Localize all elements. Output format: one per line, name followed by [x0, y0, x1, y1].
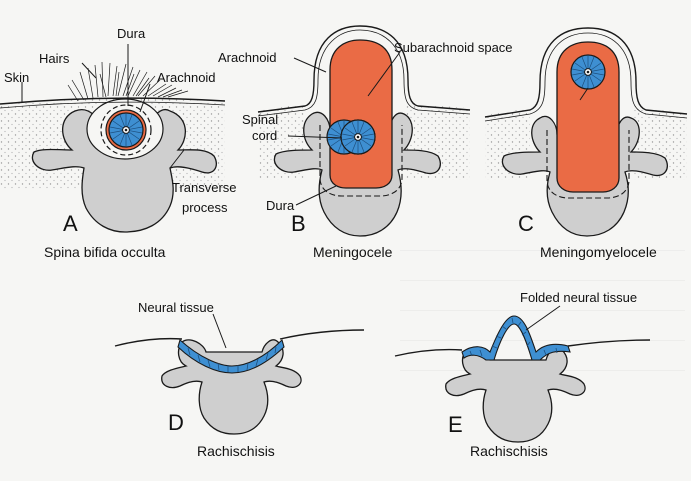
label-dura-b: Dura	[266, 198, 295, 213]
caption-c: Meningomyelocele	[540, 244, 657, 260]
leader-dura-b	[295, 185, 337, 206]
dura-c	[546, 130, 630, 199]
panel-letter-b: B	[291, 211, 306, 236]
caption-d: Rachischisis	[197, 443, 275, 459]
panel-a: Skin Hairs Dura Arachnoid Transverse pro…	[0, 26, 237, 260]
neural-hatching-d	[187, 346, 277, 372]
label-arachnoid-a: Arachnoid	[157, 70, 216, 85]
label-hairs: Hairs	[39, 51, 70, 66]
label-subarachnoid: Subarachnoid space	[394, 40, 513, 55]
skin-b-inner	[257, 29, 471, 117]
panel-e: Folded neural tissue E Rachischisis	[394, 290, 651, 459]
skin-a	[0, 97, 226, 105]
spinal-cord-b-right	[340, 119, 376, 155]
label-arachnoid-b: Arachnoid	[218, 50, 277, 65]
panel-letter-a: A	[63, 211, 78, 236]
skin-c	[484, 27, 688, 118]
leader-hairs	[81, 62, 97, 79]
label-spinal-2: cord	[252, 128, 277, 143]
panel-b: Arachnoid Subarachnoid space Spinal cord…	[218, 25, 513, 260]
label-dura-a: Dura	[117, 26, 146, 41]
vertebra-e	[445, 347, 586, 443]
caption-a: Spina bifida occulta	[44, 244, 166, 260]
label-neural: Neural tissue	[138, 300, 214, 315]
leader-neural-d	[212, 313, 227, 349]
label-skin: Skin	[4, 70, 29, 85]
panel-letter-d: D	[168, 410, 184, 435]
caption-b: Meningocele	[313, 244, 393, 260]
spinal-cord-c	[570, 54, 606, 90]
panel-letter-c: C	[518, 211, 534, 236]
folded-neural-e	[461, 315, 571, 361]
dura-b	[319, 125, 403, 197]
meningeal-sac-b	[329, 39, 393, 189]
label-transverse-1: Transverse	[172, 180, 237, 195]
nerve-c	[579, 87, 589, 101]
label-spinal-1: Spinal	[242, 112, 278, 127]
leader-arachnoid-b	[293, 57, 327, 73]
skin-d	[114, 329, 365, 347]
leader-spinal-cord	[287, 135, 343, 139]
caption-e: Rachischisis	[470, 443, 548, 459]
skin-b	[257, 25, 471, 113]
leader-arachnoid-a	[139, 83, 151, 113]
leader-subarachnoid	[367, 51, 401, 97]
label-folded: Folded neural tissue	[520, 290, 637, 305]
label-transverse-2: process	[182, 200, 228, 215]
neural-hatching-e	[469, 317, 558, 357]
neural-plate-d	[177, 338, 285, 374]
panel-d: Neural tissue D Rachischisis	[114, 300, 365, 459]
skin-a-inner	[0, 101, 226, 109]
panel-c: C Meningomyelocele	[484, 27, 688, 260]
skin-c-inner	[484, 32, 688, 122]
skin-e	[394, 339, 651, 357]
leader-transverse	[169, 149, 185, 169]
hairs	[67, 61, 189, 102]
dura-a-ring	[100, 104, 152, 156]
spinal-cord-a	[108, 112, 144, 148]
leader-folded-e	[525, 305, 561, 331]
panel-letter-e: E	[448, 412, 463, 437]
